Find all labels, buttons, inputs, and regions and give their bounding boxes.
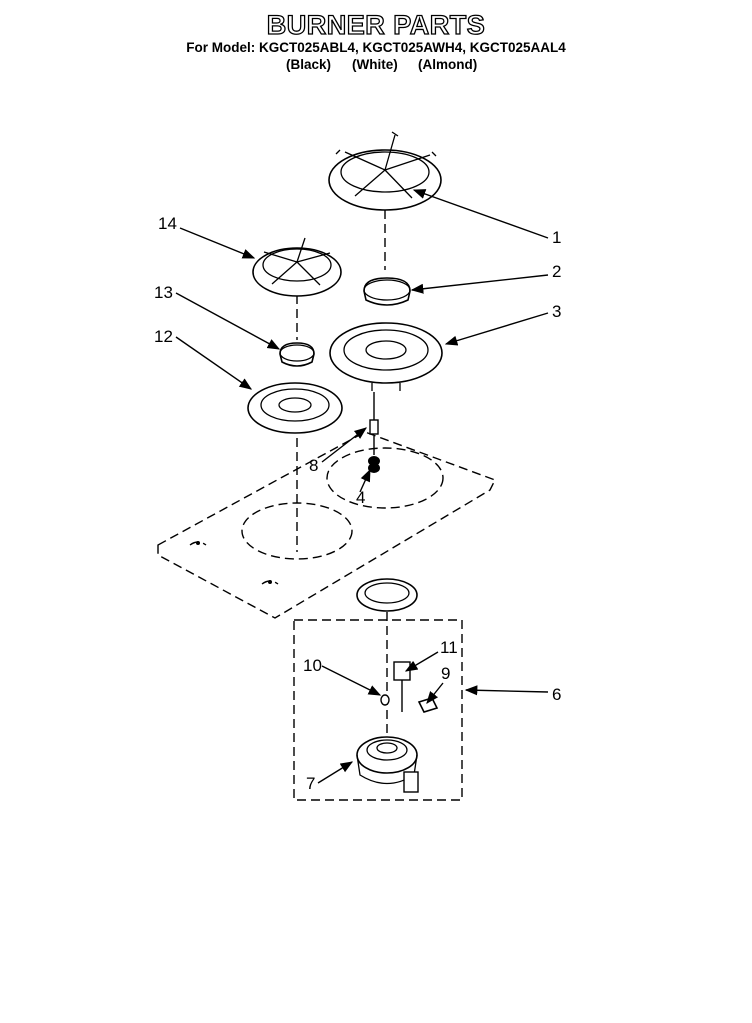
callout-14: 14 — [158, 214, 177, 233]
part-14-small-grate — [252, 237, 342, 297]
part-12-small-base — [247, 382, 343, 434]
callout-1: 1 — [552, 228, 562, 247]
color-white: (White) — [352, 57, 398, 72]
gasket-ring — [356, 578, 418, 740]
callout-8: 8 — [309, 456, 319, 475]
color-black: (Black) — [286, 57, 332, 72]
part-4-orifice — [368, 436, 380, 473]
part-8-igniter — [369, 392, 379, 435]
part-9-clip — [417, 697, 439, 713]
callout-11: 11 — [440, 638, 458, 657]
cooktop-outline — [157, 431, 496, 619]
model-line: For Model: KGCT025ABL4, KGCT025AWH4, KGC… — [186, 40, 566, 55]
callout-9: 9 — [441, 664, 451, 683]
page-title: BURNER PARTS — [266, 9, 486, 40]
part-6-assembly-box — [293, 619, 463, 801]
callout-7: 7 — [306, 774, 316, 793]
part-2-large-cap — [363, 277, 411, 306]
part-1-large-grate — [328, 131, 442, 211]
part-13-small-cap — [279, 342, 315, 367]
part-7-burner-body — [356, 736, 419, 793]
part-3-large-base — [329, 322, 443, 391]
callout-3: 3 — [552, 302, 562, 321]
callout-4: 4 — [356, 488, 366, 507]
color-almond: (Almond) — [418, 57, 478, 72]
part-10-screw — [380, 694, 390, 706]
leader-lines — [175, 189, 549, 784]
callout-10: 10 — [303, 656, 322, 675]
callout-13: 13 — [154, 283, 173, 302]
callout-6: 6 — [552, 685, 562, 704]
callout-2: 2 — [552, 262, 562, 281]
callout-12: 12 — [154, 327, 173, 346]
